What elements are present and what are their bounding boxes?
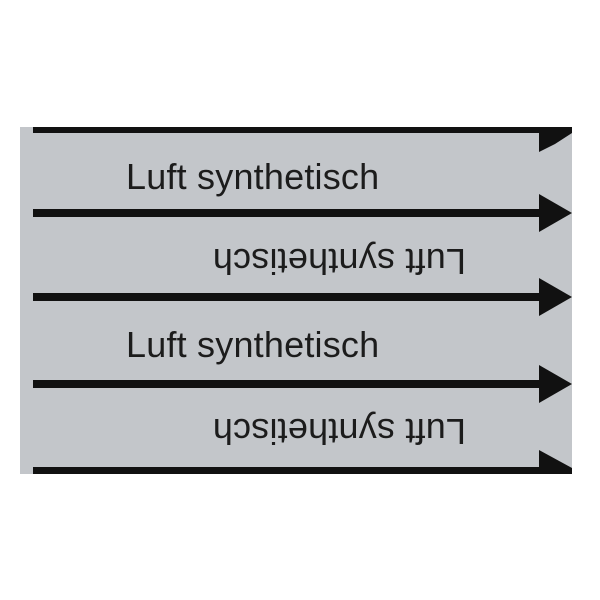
label-band-3: Luft synthetisch [20, 305, 572, 389]
arrow-right-icon [33, 365, 572, 403]
label-band-1: Luft synthetisch [20, 137, 572, 221]
label-text-3: Luft synthetisch [126, 324, 380, 365]
label-text-1: Luft synthetisch [126, 156, 380, 197]
arrow-right-icon [33, 450, 572, 474]
arrow-right-icon [33, 194, 572, 232]
arrow-right-icon [33, 278, 572, 316]
arrow-right-icon [33, 127, 572, 152]
